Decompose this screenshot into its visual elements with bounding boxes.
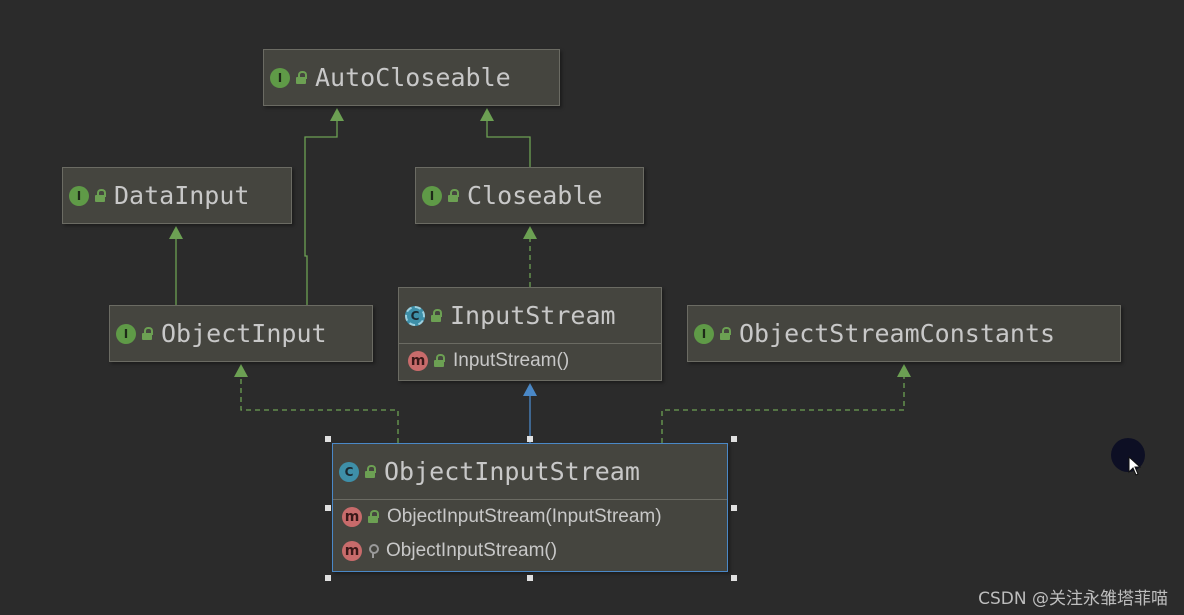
public-lock-icon <box>364 464 376 479</box>
edge-arrowhead-objectinput-to-datainput <box>169 226 183 239</box>
node-name: AutoCloseable <box>315 63 511 92</box>
node-objectstreamconstants[interactable]: I ObjectStreamConstants <box>687 305 1121 362</box>
resize-handle-bottom-right[interactable] <box>731 575 737 581</box>
member-row[interactable]: m InputStream() <box>399 344 661 378</box>
interface-icon: I <box>422 185 442 206</box>
method-icon: m <box>342 507 362 527</box>
node-header: I AutoCloseable <box>264 50 559 105</box>
class-icon: C <box>339 461 359 482</box>
node-name: ObjectInputStream <box>384 457 640 486</box>
node-objectinput[interactable]: I ObjectInput <box>109 305 373 362</box>
member-label: InputStream() <box>453 350 570 371</box>
node-header: C ObjectInputStream <box>333 444 727 499</box>
node-datainput[interactable]: I DataInput <box>62 167 292 224</box>
watermark: CSDN @关注永雏塔菲喵 <box>978 589 1168 609</box>
public-lock-icon <box>94 188 106 203</box>
mouse-pointer-icon <box>1128 456 1142 476</box>
method-icon: m <box>408 351 428 371</box>
node-inputstream[interactable]: C InputStream m InputStream() <box>398 287 662 381</box>
resize-handle-bottom-center[interactable] <box>527 575 533 581</box>
interface-icon: I <box>694 323 714 344</box>
resize-handle-top-left[interactable] <box>325 436 331 442</box>
edge-arrowhead-objectinputstream-to-objectstreamconstants <box>897 364 911 377</box>
member-divider <box>333 499 727 500</box>
node-name: InputStream <box>450 301 616 330</box>
public-lock-icon <box>367 510 379 524</box>
node-header: I ObjectStreamConstants <box>688 306 1120 361</box>
resize-handle-middle-left[interactable] <box>325 505 331 511</box>
node-objectinputstream[interactable]: C ObjectInputStream m ObjectInputStream(… <box>332 443 728 572</box>
public-lock-icon <box>430 308 442 323</box>
member-row[interactable]: m ObjectInputStream() <box>333 534 727 568</box>
resize-handle-top-center[interactable] <box>527 436 533 442</box>
edge-arrowhead-objectinputstream-to-inputstream <box>523 383 537 396</box>
interface-icon: I <box>69 185 89 206</box>
node-autocloseable[interactable]: I AutoCloseable <box>263 49 560 106</box>
node-name: ObjectStreamConstants <box>739 319 1056 348</box>
protected-key-icon <box>368 544 379 558</box>
interface-icon: I <box>270 67 290 88</box>
edge-line-objectinput-to-autocloseable <box>304 120 338 305</box>
resize-handle-bottom-left[interactable] <box>325 575 331 581</box>
edge-line-closeable-to-autocloseable <box>486 120 531 167</box>
public-lock-icon <box>141 326 153 341</box>
public-lock-icon <box>433 354 445 368</box>
member-label: ObjectInputStream(InputStream) <box>387 506 662 527</box>
edge-arrowhead-objectinputstream-to-objectinput <box>234 364 248 377</box>
node-header: I ObjectInput <box>110 306 372 361</box>
member-divider <box>399 343 661 344</box>
edge-arrowhead-inputstream-to-closeable <box>523 226 537 239</box>
member-label: ObjectInputStream() <box>386 540 558 561</box>
node-header: I DataInput <box>63 168 291 223</box>
abstract-class-icon: C <box>405 305 425 326</box>
resize-handle-top-right[interactable] <box>731 436 737 442</box>
member-row[interactable]: m ObjectInputStream(InputStream) <box>333 500 727 534</box>
public-lock-icon <box>447 188 459 203</box>
node-name: ObjectInput <box>161 319 327 348</box>
node-name: DataInput <box>114 181 250 210</box>
node-header: I Closeable <box>416 168 643 223</box>
interface-icon: I <box>116 323 136 344</box>
method-icon: m <box>342 541 362 561</box>
public-lock-icon <box>295 70 307 85</box>
resize-handle-middle-right[interactable] <box>731 505 737 511</box>
edge-line-objectinputstream-to-objectstreamconstants <box>661 376 905 443</box>
node-header: C InputStream <box>399 288 661 343</box>
public-lock-icon <box>719 326 731 341</box>
edge-arrowhead-closeable-to-autocloseable <box>480 108 494 121</box>
node-closeable[interactable]: I Closeable <box>415 167 644 224</box>
edge-line-objectinputstream-to-objectinput <box>240 376 399 443</box>
edge-arrowhead-objectinput-to-autocloseable <box>330 108 344 121</box>
node-name: Closeable <box>467 181 603 210</box>
